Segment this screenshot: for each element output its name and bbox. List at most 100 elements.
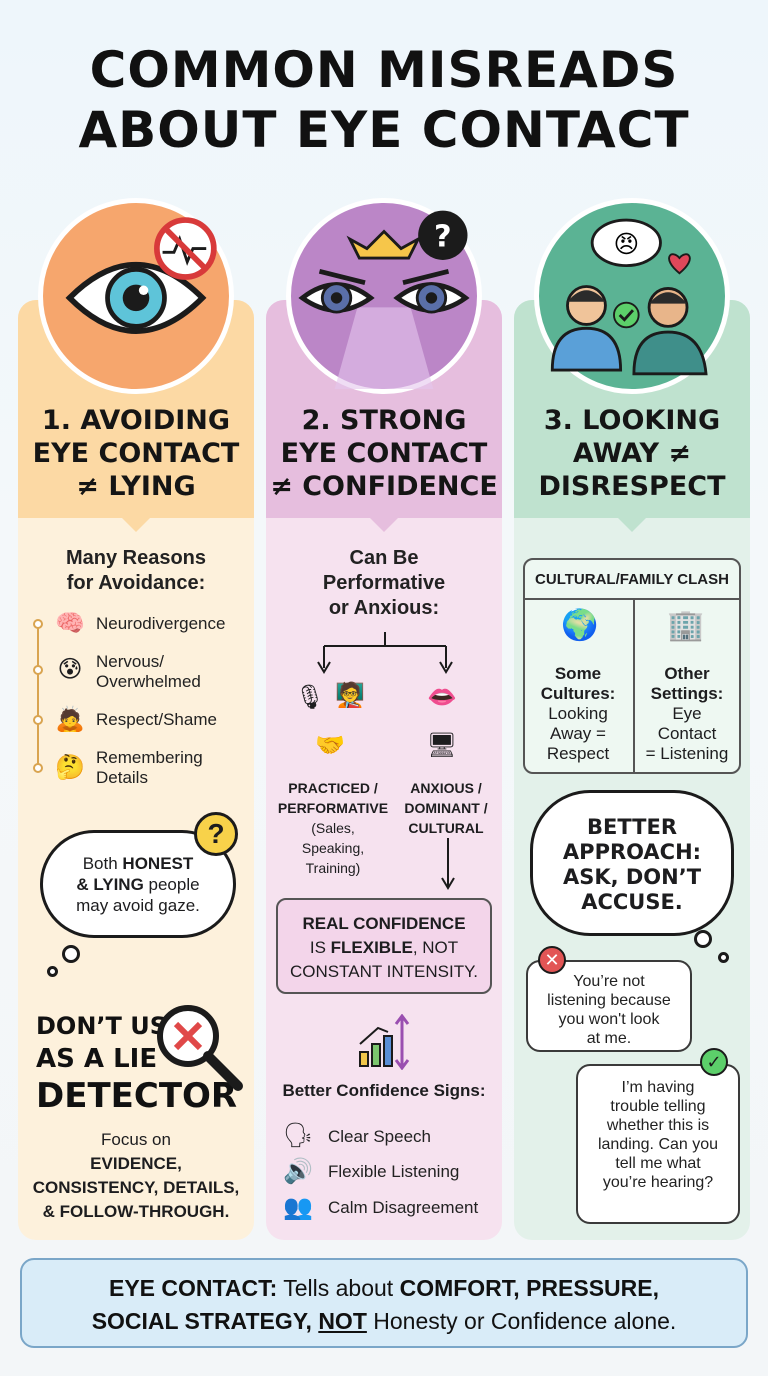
footer-bold: EYE CONTACT: — [109, 1275, 278, 1301]
focus-lead: Focus on — [101, 1130, 171, 1149]
group-note: Training) — [305, 860, 361, 876]
performative-group: PRACTICED / PERFORMATIVE (Sales, Speakin… — [270, 778, 396, 878]
heading-line: ≠ CONFIDENCE — [270, 471, 498, 502]
other-settings-note: Other Settings: Eye Contact = Listening — [634, 664, 740, 764]
title-line-1: COMMON MISREADS — [89, 41, 679, 99]
cultural-clash-box: CULTURAL/FAMILY CLASH — [523, 558, 741, 774]
performative-subtitle: Can Be Performative or Anxious: — [266, 546, 502, 621]
group-title: DOMINANT / — [404, 800, 488, 816]
note-bold: Some — [554, 664, 602, 683]
timeline-dot — [33, 763, 43, 773]
timeline-dot — [33, 665, 43, 675]
thought-cloud: Both HONEST & LYING people may avoid gaz… — [40, 830, 236, 938]
svg-text:?: ? — [434, 220, 452, 255]
approach-line: ASK, DON’T — [562, 865, 702, 889]
anxious-face-icon: 😰 — [57, 656, 83, 683]
clash-title: CULTURAL/FAMILY CLASH — [525, 560, 739, 600]
note-bold: Other — [664, 664, 710, 683]
focus-line: CONSISTENCY, DETAILS, — [32, 1178, 240, 1197]
note-bold: Settings: — [650, 684, 724, 703]
timeline-dot — [33, 715, 43, 725]
cloud-text: people — [143, 875, 200, 894]
subtitle-line: Can Be — [349, 547, 419, 569]
box-line: CONSTANT INTENSITY. — [290, 962, 478, 981]
focus-line: EVIDENCE, — [90, 1154, 182, 1173]
confidence-sign: Calm Disagreement — [328, 1198, 479, 1217]
two-people-icon: 👥 — [283, 1194, 313, 1221]
thinking-person-icon: 🤔 — [55, 754, 85, 781]
reason-item: Remembering Details — [96, 748, 203, 788]
group-title: CULTURAL — [408, 820, 484, 836]
reason-text: Respect/Shame — [96, 710, 217, 729]
group-title: ANXIOUS / — [410, 780, 482, 796]
mouth-icon: 👄 — [427, 684, 457, 711]
reason-text: Neurodivergence — [96, 614, 226, 633]
focus-note: Focus on EVIDENCE, CONSISTENCY, DETAILS,… — [18, 1128, 254, 1224]
box-text: IS — [309, 938, 331, 957]
heading-line: ≠ LYING — [76, 471, 196, 502]
two-people-misunderstanding-icon: 😠 — [534, 198, 730, 394]
box-line: IS FLEXIBLE, NOT — [278, 936, 490, 960]
thought-dot — [62, 945, 80, 963]
speech-line: at me. — [586, 1030, 632, 1047]
note-bold: Cultures: — [540, 684, 616, 703]
footer-bold: SOCIAL STRATEGY, — [91, 1308, 319, 1334]
anxious-group: ANXIOUS / DOMINANT / CULTURAL — [394, 778, 498, 838]
handshake-icon: 🤝 — [315, 732, 345, 759]
summary-footer: EYE CONTACT: Tells about COMFORT, PRESSU… — [20, 1258, 748, 1348]
globe-icon: 🌍 — [561, 609, 599, 642]
group-title: PERFORMATIVE — [277, 800, 389, 816]
intense-eyes-crown-icon: ? — [286, 198, 482, 394]
confidence-signs-title: Better Confidence Signs: — [282, 1081, 486, 1100]
podium-icon: 🧑‍🏫 — [335, 682, 365, 709]
asking-speech-bubble: I’m having trouble telling whether this … — [576, 1064, 740, 1224]
approach-line: APPROACH: — [562, 840, 702, 864]
reason-item: Respect/Shame — [96, 710, 217, 730]
speech-line: You’re not — [573, 973, 645, 990]
speech-line: landing. Can you — [597, 1136, 719, 1153]
box-text: , NOT — [412, 938, 459, 957]
growth-chart-icon — [356, 1013, 412, 1071]
lie-detector-warning: DON’T USE AS A LIE DETECTOR — [36, 1010, 237, 1116]
note-line: Eye — [672, 704, 702, 723]
cloud-line: Both HONEST — [43, 853, 233, 874]
reason-item: Neurodivergence — [96, 614, 225, 634]
timeline-dot — [33, 619, 43, 629]
check-icon: ✓ — [700, 1048, 728, 1076]
box-bold: FLEXIBLE — [330, 938, 413, 957]
reason-text: Details — [96, 768, 148, 787]
detector-line: DETECTOR — [36, 1076, 238, 1116]
cloud-line: & LYING people — [43, 874, 233, 895]
footer-line: EYE CONTACT: Tells about COMFORT, PRESSU… — [22, 1272, 746, 1305]
question-icon: ? — [194, 812, 238, 856]
speech-line: I’m having — [621, 1079, 695, 1096]
subtitle-line: Performative — [322, 572, 446, 594]
note-line: = Listening — [645, 744, 729, 763]
note-line: Looking — [548, 704, 608, 723]
footer-underline: NOT — [318, 1308, 367, 1334]
magnifier-cross-icon — [152, 1000, 244, 1092]
reason-text: Remembering — [96, 748, 203, 767]
cloud-text: Both — [82, 854, 123, 873]
clash-divider — [633, 600, 635, 774]
confidence-sign: Clear Speech — [328, 1127, 432, 1146]
speaking-head-icon: 🗣 — [282, 1122, 314, 1149]
column-2-heading: 2. STRONG EYE CONTACT ≠ CONFIDENCE — [266, 404, 502, 503]
speaker-icon: 🔊 — [283, 1158, 313, 1185]
monitor-pulse-icon: 🖥 — [426, 732, 458, 759]
note-line: Contact — [657, 724, 717, 743]
microphone-icon: 🎙 — [294, 684, 326, 711]
note-line: Respect — [546, 744, 610, 763]
brain-icon: 🧠 — [55, 610, 85, 637]
subtitle-line: for Avoidance: — [66, 572, 206, 594]
note-line: Away = — [550, 724, 606, 743]
heading-line: EYE CONTACT — [32, 438, 240, 469]
down-arrow — [441, 838, 455, 890]
reason-item: Nervous/ Overwhelmed — [96, 652, 201, 692]
subtitle-line: or Anxious: — [328, 597, 440, 619]
heading-line: 2. STRONG — [301, 405, 467, 436]
detector-line: AS A LIE — [36, 1044, 158, 1074]
heading-line: 3. LOOKING — [543, 405, 721, 436]
some-cultures-note: Some Cultures: Looking Away = Respect — [525, 664, 631, 764]
heading-line: DISRESPECT — [538, 471, 726, 502]
